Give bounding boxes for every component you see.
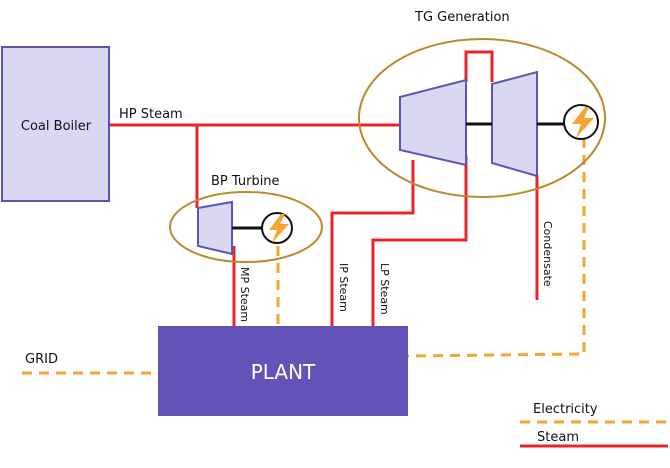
mp-steam-label: MP Steam [238, 267, 251, 322]
lightning-bolt-icon [572, 107, 594, 138]
tg-generator-line [407, 138, 586, 358]
condensate-label: Condensate [541, 221, 554, 287]
bp-turbine-shape [197, 200, 233, 256]
plant-label: PLANT [251, 360, 316, 384]
coal-boiler-box [1, 46, 110, 202]
tg-generation-label: TG Generation [414, 10, 510, 25]
bp-turbine-ellipse [169, 191, 323, 263]
legend-steam-label: Steam [537, 430, 579, 445]
lightning-bolt-icon [269, 214, 289, 243]
ip-steam-line [330, 160, 415, 326]
steam-lines [110, 50, 668, 448]
lp-steam-label: LP Steam [378, 263, 391, 315]
electricity-lines [22, 138, 668, 424]
lp-turbine-shape [491, 70, 538, 178]
plant-box [158, 326, 408, 416]
ip-steam-label: IP Steam [337, 263, 350, 312]
hp-steam-label: HP Steam [119, 107, 183, 122]
tg-generation-ellipse [358, 38, 606, 198]
lp-steam-line [371, 155, 468, 326]
grid-label: GRID [25, 352, 58, 367]
legend-electricity-label: Electricity [533, 402, 598, 417]
hp-turbine-shape [399, 78, 467, 167]
bp-turbine-label: BP Turbine [211, 174, 280, 189]
coal-boiler-label: Coal Boiler [21, 119, 92, 134]
crossover-line [464, 50, 494, 82]
